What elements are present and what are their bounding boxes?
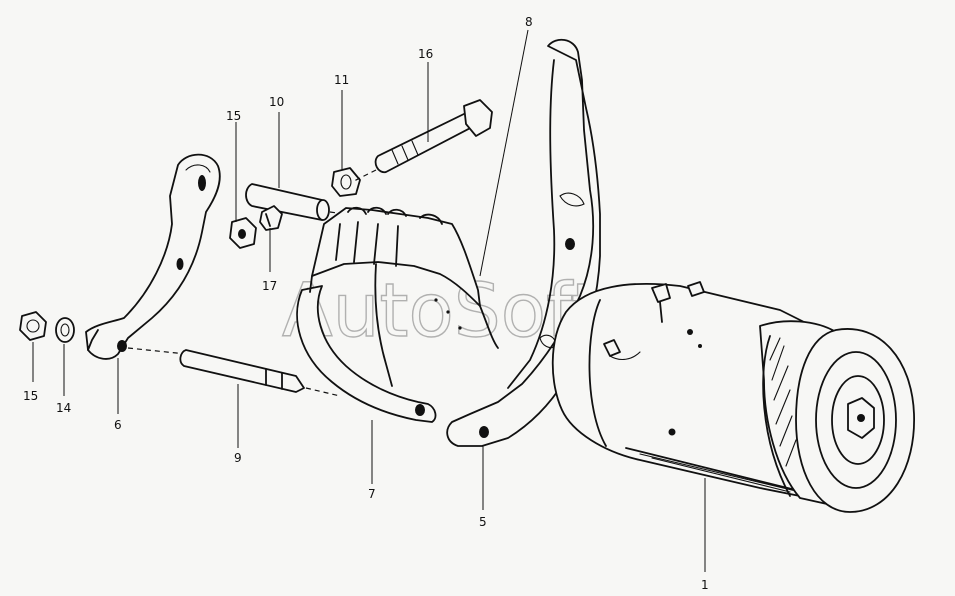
part-16-long-bolt — [351, 99, 493, 183]
part-7-strap — [296, 206, 499, 423]
callout-8: 8 — [525, 15, 533, 29]
callout-7: 7 — [368, 487, 376, 501]
part-10-bolt — [245, 183, 361, 221]
part-6-bracket — [85, 153, 221, 360]
part-17-clip — [259, 205, 283, 231]
callout-11: 11 — [334, 73, 349, 87]
callout-6: 6 — [114, 418, 122, 432]
callout-17: 17 — [262, 279, 277, 293]
leader-lines — [32, 29, 706, 572]
callout-labels: 1 5 6 7 8 9 10 11 14 15 15 16 17 — [23, 15, 709, 592]
part-15-nut-upper — [229, 217, 257, 249]
callout-16: 16 — [418, 47, 433, 61]
callout-9: 9 — [234, 451, 242, 465]
callout-10: 10 — [269, 95, 284, 109]
part-1-alternator — [551, 281, 915, 513]
callout-15-upper: 15 — [226, 109, 241, 123]
part-9-pin — [127, 347, 341, 397]
part-15-nut-left — [19, 311, 47, 341]
part-14-washer — [55, 317, 75, 343]
callout-1: 1 — [701, 578, 709, 592]
part-11-spacer — [331, 167, 361, 197]
callout-5: 5 — [479, 515, 487, 529]
callout-14: 14 — [56, 401, 71, 415]
callout-15-left: 15 — [23, 389, 38, 403]
